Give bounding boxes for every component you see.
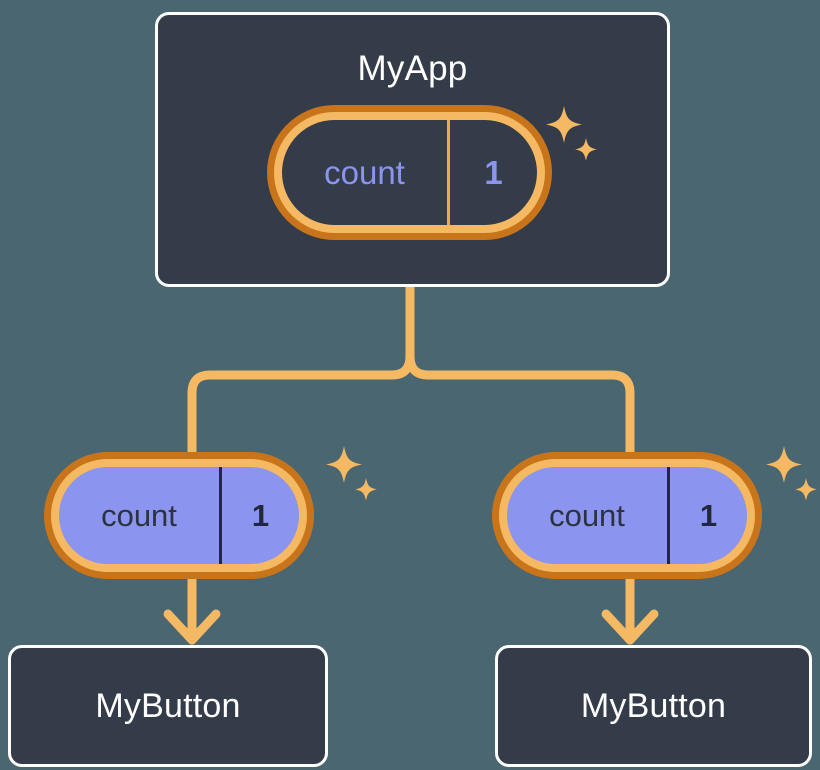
state-pill-face: count 1 <box>507 467 747 564</box>
state-pill-myapp[interactable]: count 1 <box>267 105 552 240</box>
state-pill-face: count 1 <box>59 467 299 564</box>
component-card-title: MyApp <box>357 49 468 88</box>
connector-branch-right <box>405 351 635 457</box>
component-card-mybutton-left[interactable]: MyButton <box>8 645 328 767</box>
state-pill-inner-ring: count 1 <box>274 112 545 233</box>
state-pill-inner-ring: count 1 <box>499 459 755 572</box>
sparkle-star-small <box>355 478 377 501</box>
component-card-mybutton-right[interactable]: MyButton <box>495 645 812 767</box>
arrow-down-icon-left <box>163 609 221 645</box>
state-pill-face: count 1 <box>282 120 537 225</box>
state-pill-value: 1 <box>484 154 503 191</box>
state-pill-key: count <box>507 467 670 564</box>
state-pill-key: count <box>59 467 222 564</box>
connector-branch-left <box>187 351 415 457</box>
sparkle-star-small <box>795 478 817 501</box>
sparkle-star-large <box>326 446 362 483</box>
state-pill-child-left[interactable]: count 1 <box>44 452 314 579</box>
arrow-down-icon-right <box>601 609 659 645</box>
state-pill-child-right[interactable]: count 1 <box>492 452 762 579</box>
state-pill-value: 1 <box>699 498 718 533</box>
state-pill-inner-ring: count 1 <box>51 459 307 572</box>
component-card-title: MyButton <box>95 687 241 725</box>
component-card-title: MyButton <box>580 687 727 725</box>
sparkles-icon-child-left <box>326 446 377 501</box>
sparkles-icon-child-right <box>766 446 817 501</box>
sparkle-star-large <box>766 446 802 483</box>
state-pill-value: 1 <box>251 498 270 533</box>
state-pill-key: count <box>282 120 450 225</box>
